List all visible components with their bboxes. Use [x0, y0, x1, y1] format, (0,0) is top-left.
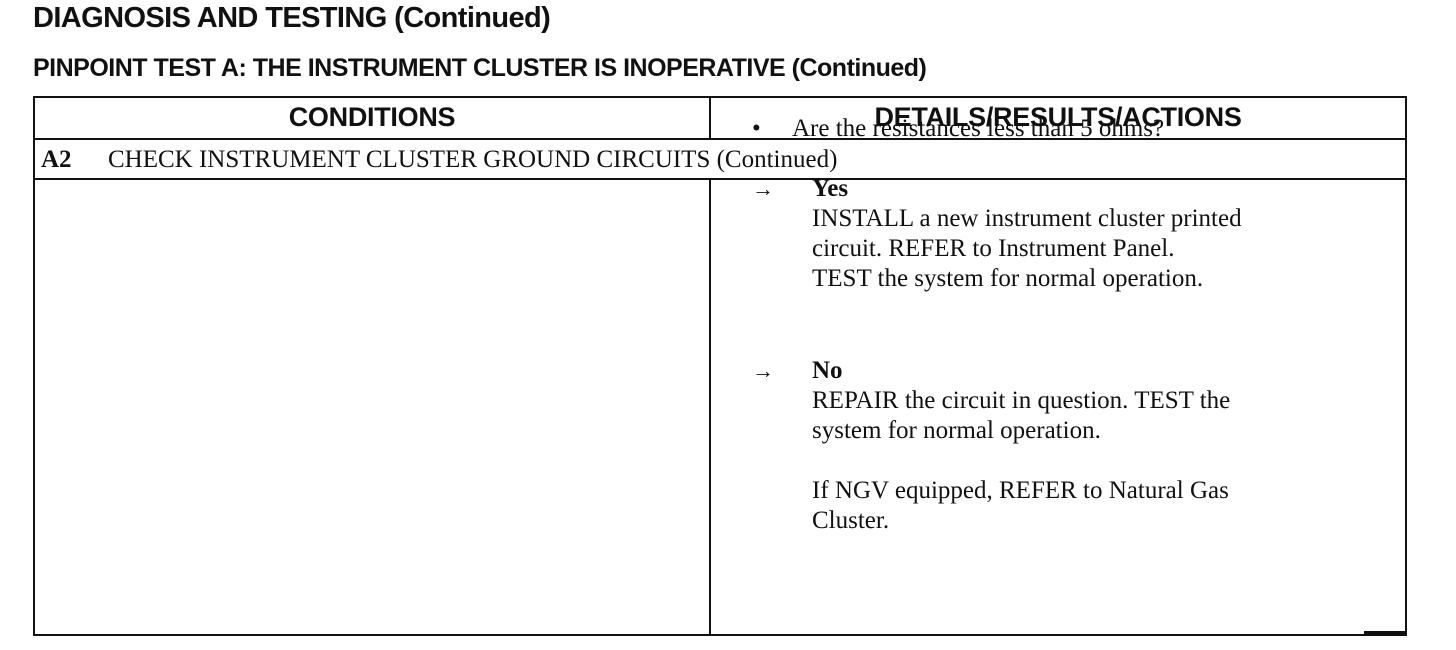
no-arrow-icon: → [752, 358, 774, 383]
no-label: No [812, 357, 843, 384]
no-action-line: system for normal operation. [812, 417, 1101, 444]
yes-action-line: TEST the system for normal operation. [812, 265, 1204, 292]
yes-action-line: circuit. REFER to Instrument Panel. [812, 235, 1175, 262]
pinpoint-test-table: CONDITIONS DETAILS/RESULTS/ACTIONS A2 CHE… [33, 96, 1407, 636]
test-title: PINPOINT TEST A: THE INSTRUMENT CLUSTER … [33, 54, 927, 82]
no-action-line: Cluster. [812, 507, 890, 534]
column-divider-header [709, 98, 711, 140]
conditions-header: CONDITIONS [288, 102, 456, 132]
bullet-marker: • [752, 115, 761, 142]
no-action-line: REPAIR the circuit in question. TEST the [812, 387, 1231, 414]
test-question: Are the resistances less than 5 ohms? [792, 115, 1165, 142]
details-header: DETAILS/RESULTS/ACTIONS [874, 102, 1242, 132]
yes-action-line: INSTALL a new instrument cluster printed [812, 205, 1242, 232]
bottom-rule-mark [1364, 631, 1406, 634]
no-action-line: If NGV equipped, REFER to Natural Gas [812, 477, 1229, 504]
yes-arrow-icon: → [752, 176, 774, 201]
yes-label: Yes [812, 175, 849, 202]
step-row: A2 CHECK INSTRUMENT CLUSTER GROUND CIRCUI… [41, 146, 837, 174]
page-title: DIAGNOSIS AND TESTING (Continued) [33, 2, 551, 34]
step-id: A2 [41, 146, 72, 173]
header-rule [35, 138, 1405, 140]
step-title: CHECK INSTRUMENT CLUSTER GROUND CIRCUITS… [108, 146, 838, 173]
column-divider-body [709, 180, 711, 634]
step-rule [35, 178, 1405, 180]
